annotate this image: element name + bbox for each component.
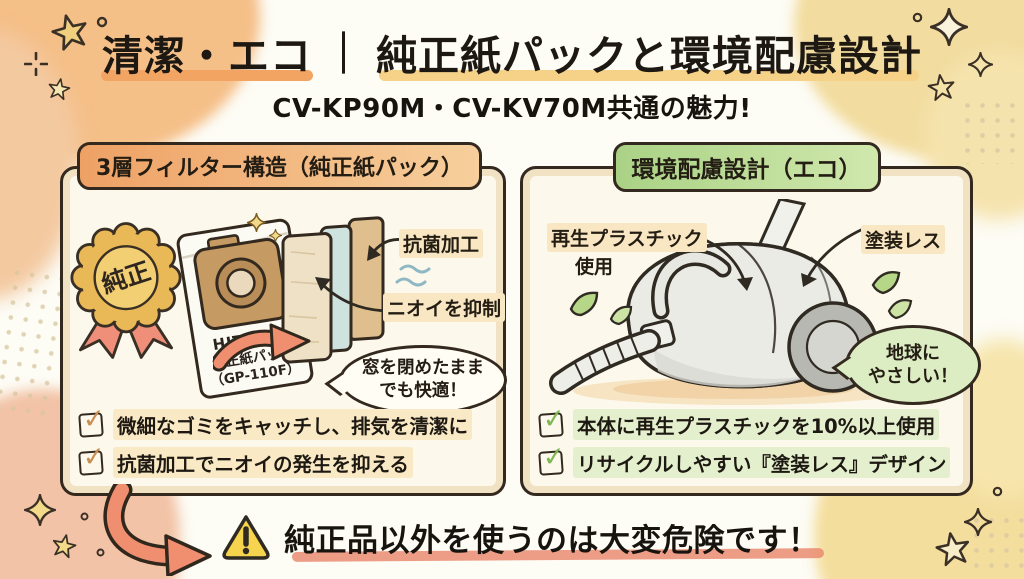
warning-banner: 純正品以外を使うのは大変危険です！ (222, 514, 820, 560)
big-curved-arrow-icon (103, 484, 212, 576)
checklist-item: 本体に再生プラスチックを10%以上使用 (538, 409, 950, 440)
bubble-line: やさしい！ (868, 366, 958, 387)
checklist-item: リサイクルしやすい『塗装レス』デザイン (538, 447, 951, 478)
label-recycled-plastic: 再生プラスチック (547, 223, 707, 252)
bubble-tail (324, 371, 358, 397)
star-icon (935, 532, 970, 567)
sparkle-icon (269, 229, 282, 242)
subtitle-models: CV-KP90M・CV-KV70M共通の魅力! (272, 94, 752, 124)
bubble-line: 窓を閉めたまま (362, 358, 484, 379)
halftone-dots (969, 513, 1024, 573)
halftone-dots (960, 98, 1024, 164)
checkbox-icon (78, 449, 104, 476)
bubble-line: 地球に (886, 342, 940, 364)
star-icon (52, 534, 77, 559)
curved-arrow-icon (213, 323, 311, 372)
star-icon (48, 78, 71, 101)
label-antibacterial: 抗菌加工 (399, 229, 484, 258)
paper-pack-checklist: 微細なゴミをキャッチし、排気を清潔に 抗菌加工でニオイの発生を抑える (78, 409, 473, 478)
title-divider: ｜ (323, 30, 365, 78)
dot-icon (96, 548, 105, 557)
title-keyword-paperpack-eco-design: 純正紙パックと環境配慮設計 (373, 22, 925, 82)
sparkle-icon (930, 8, 968, 46)
checklist-text: 本体に再生プラスチックを10%以上使用 (573, 409, 940, 440)
paper-pack-panel: 3層フィルター構造（純正紙パック） 純正 HITACHI 純正紙パ (60, 142, 507, 496)
checklist-item: 微細なゴミをキャッチし、排気を清潔に (78, 409, 473, 440)
dot-icon (912, 12, 923, 23)
genuine-badge-icon: 純正 (70, 222, 182, 359)
checkbox-icon (78, 411, 104, 438)
checklist-text: 抗菌加工でニオイの発生を抑える (113, 447, 413, 478)
checkbox-icon (538, 449, 564, 476)
checklist-item: 抗菌加工でニオイの発生を抑える (78, 447, 472, 478)
checklist-text: リサイクルしやすい『塗装レス』デザイン (573, 447, 951, 478)
sparkle-icon (24, 494, 56, 526)
sparkle-icon (247, 213, 266, 232)
page-title: 清潔・エコ｜純正紙パックと環境配慮設計 (0, 22, 1024, 82)
checklist-text: 微細なゴミをキャッチし、排気を清潔に (113, 409, 473, 440)
label-paintless: 塗装レス (861, 225, 946, 254)
bubble-line: でも快適！ (379, 381, 467, 401)
star-icon (51, 14, 87, 51)
leaf-icon (569, 271, 913, 326)
dot-icon (80, 512, 89, 521)
dot-icon (96, 16, 108, 28)
title-keyword-clean-eco: 清潔・エコ (99, 22, 315, 82)
warning-text: 純正品以外を使うのは大変危険です！ (284, 515, 820, 560)
dot-icon (992, 486, 1003, 497)
sparkle-icon (968, 52, 993, 77)
label-recycled-plastic-use: 使用 (575, 256, 614, 278)
eco-panel: 環境配慮設計（エコ） (520, 142, 981, 496)
dash-icon (886, 46, 902, 50)
plus-sparkle-icon (24, 52, 48, 76)
vacuum-cleaner-illustration (549, 199, 913, 405)
checkbox-icon (538, 411, 564, 438)
comfort-speech-bubble: 窓を閉めたまま でも快適！ (324, 345, 507, 415)
eco-checklist: 本体に再生プラスチックを10%以上使用 リサイクルしやすい『塗装レス』デザイン (538, 409, 951, 478)
sparkle-icon (964, 508, 992, 536)
panel-title-eco-design: 環境配慮設計（エコ） (612, 142, 881, 192)
panel-title-filter-structure: 3層フィルター構造（純正紙パック） (77, 142, 482, 190)
earth-friendly-speech-bubble: 地球に やさしい！ (831, 325, 981, 405)
warning-icon (222, 515, 270, 560)
star-icon (927, 74, 955, 101)
label-odor-control: ニオイを抑制 (383, 293, 506, 322)
